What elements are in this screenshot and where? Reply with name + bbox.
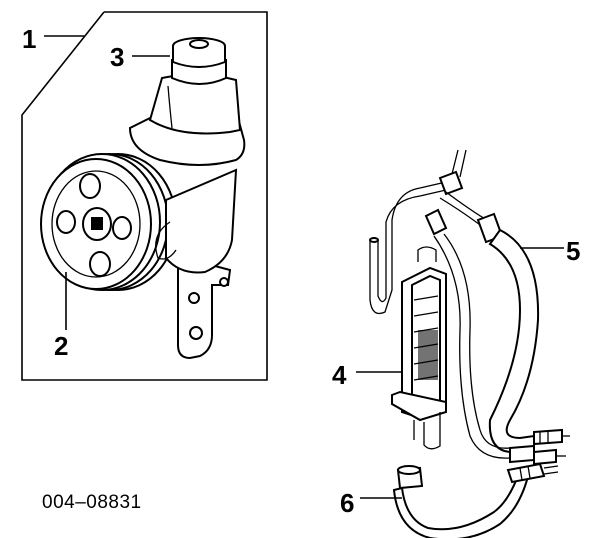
pump-reservoir-drawing bbox=[128, 37, 246, 360]
leader-lines bbox=[44, 35, 564, 499]
callout-1: 1 bbox=[22, 24, 36, 54]
return-hose-drawing bbox=[369, 149, 570, 466]
callout-3: 3 bbox=[110, 42, 124, 72]
pump-assembly-frame bbox=[21, 11, 268, 381]
oil-cooler-drawing bbox=[391, 246, 447, 450]
pressure-hose-drawing bbox=[392, 462, 559, 538]
pulley-drawing bbox=[40, 153, 177, 291]
callout-6: 6 bbox=[340, 488, 354, 518]
callout-2: 2 bbox=[54, 331, 68, 361]
callout-5: 5 bbox=[566, 236, 580, 266]
figure-code: 004–08831 bbox=[42, 492, 142, 513]
callout-4: 4 bbox=[332, 360, 347, 390]
